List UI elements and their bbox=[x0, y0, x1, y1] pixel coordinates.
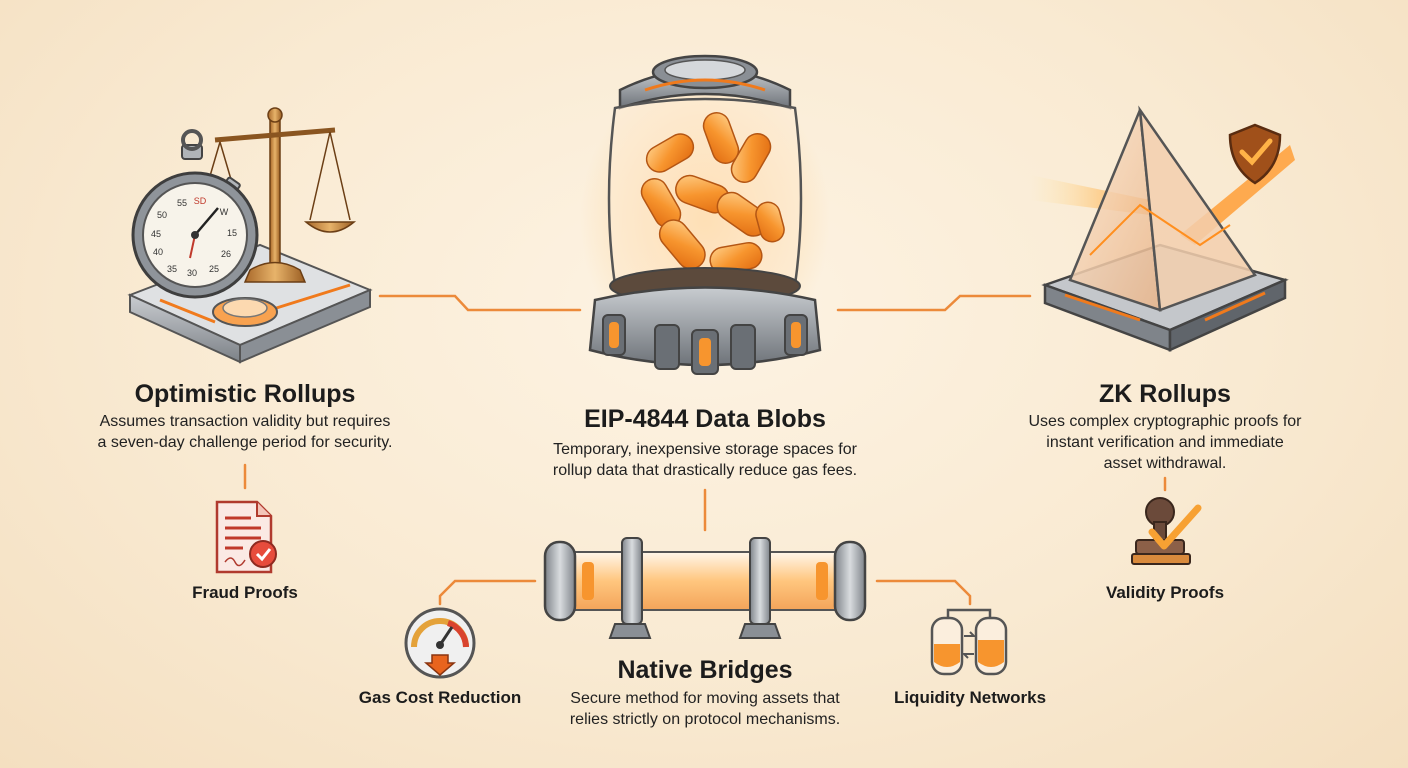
connector-optimistic-blobs bbox=[378, 294, 582, 312]
connector-bridges-liquidity bbox=[875, 579, 972, 606]
description-line: Assumes transaction validity but require… bbox=[99, 413, 391, 430]
balance-scale bbox=[195, 107, 357, 283]
gas-cost-reduction-label: Gas Cost Reduction bbox=[358, 688, 522, 707]
shield-check-icon bbox=[1228, 123, 1282, 185]
description-line: rollup data that drastically reduce gas … bbox=[552, 462, 858, 479]
native-bridges-description: Secure method for moving assets that rel… bbox=[545, 688, 865, 730]
stopwatch-number: 35 bbox=[167, 264, 177, 274]
stopwatch-number: 45 bbox=[151, 229, 161, 239]
fraud-proofs-document-icon bbox=[215, 500, 277, 574]
stopwatch-number: SD bbox=[194, 196, 207, 206]
description-line: a seven-day challenge period for securit… bbox=[97, 434, 393, 451]
bridge-tube-illustration bbox=[543, 537, 867, 639]
fraud-proofs-label: Fraud Proofs bbox=[192, 583, 298, 602]
native-bridges-title: Native Bridges bbox=[617, 656, 793, 684]
data-blob-jar-illustration bbox=[580, 54, 830, 375]
gas-gauge-icon bbox=[404, 607, 476, 679]
capsule-group bbox=[640, 112, 785, 275]
validity-proofs-label: Validity Proofs bbox=[1105, 583, 1225, 602]
liquidity-networks-label: Liquidity Networks bbox=[893, 688, 1047, 707]
scale-stopwatch-illustration: 55 SD W 50 15 45 40 26 35 30 25 bbox=[127, 107, 373, 364]
validity-proofs-stamp-icon bbox=[1131, 497, 1202, 565]
description-line: asset withdrawal. bbox=[1103, 455, 1227, 472]
description-line: Secure method for moving assets that bbox=[570, 690, 840, 707]
stopwatch-number: 26 bbox=[221, 249, 231, 259]
optimistic-rollups-title: Optimistic Rollups bbox=[134, 380, 356, 408]
stopwatch-number: 30 bbox=[187, 268, 197, 278]
stopwatch-number: 15 bbox=[227, 228, 237, 238]
stopwatch-number: 55 bbox=[177, 198, 187, 208]
stopwatch-icon: 55 SD W 50 15 45 40 26 35 30 25 bbox=[131, 129, 259, 299]
eip-4844-description: Temporary, inexpensive storage spaces fo… bbox=[535, 439, 875, 481]
description-line: instant verification and immediate bbox=[1046, 434, 1284, 451]
platform-base bbox=[127, 243, 373, 364]
connector-bridges-gas bbox=[438, 579, 537, 606]
zk-rollups-title: ZK Rollups bbox=[1099, 380, 1231, 408]
liquidity-tanks-icon bbox=[930, 608, 1008, 676]
zk-rollups-description: Uses complex cryptographic proofs for in… bbox=[1010, 411, 1320, 474]
stopwatch-number: 40 bbox=[153, 247, 163, 257]
optimistic-rollups-description: Assumes transaction validity but require… bbox=[85, 411, 405, 453]
stopwatch-number: 25 bbox=[209, 264, 219, 274]
connector-blobs-zk bbox=[836, 294, 1032, 312]
pyramid-illustration bbox=[1030, 105, 1295, 352]
description-line: relies strictly on protocol mechanisms. bbox=[569, 711, 841, 728]
description-line: Temporary, inexpensive storage spaces fo… bbox=[553, 441, 857, 458]
eip-4844-title: EIP-4844 Data Blobs bbox=[584, 405, 826, 433]
description-line: Uses complex cryptographic proofs for bbox=[1028, 413, 1302, 430]
stopwatch-number: 50 bbox=[157, 210, 167, 220]
stopwatch-number: W bbox=[220, 207, 229, 217]
